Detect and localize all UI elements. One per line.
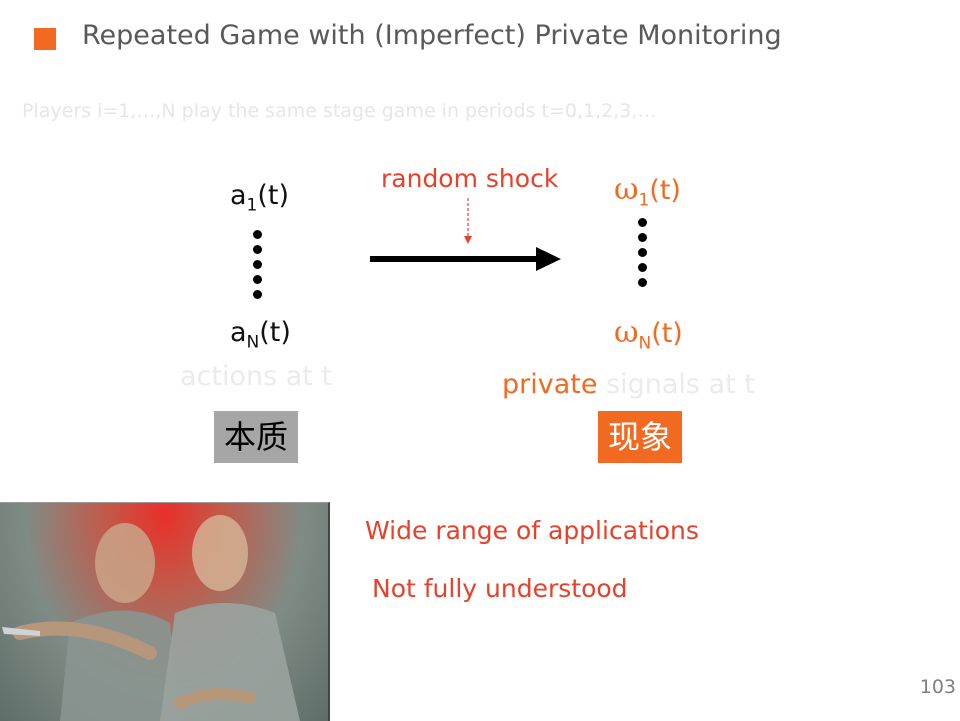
dot bbox=[638, 263, 647, 272]
action-last-sub: N bbox=[246, 332, 260, 353]
signals-caption: private signals at t bbox=[502, 369, 755, 400]
action-last-arg: (t) bbox=[259, 317, 291, 348]
shock-arrowhead bbox=[464, 236, 472, 244]
signal-last-sub: N bbox=[638, 333, 652, 354]
illustration-image bbox=[0, 502, 330, 721]
signal-first-base: ω bbox=[614, 172, 639, 207]
dot bbox=[638, 278, 647, 287]
action-last: aN(t) bbox=[230, 317, 291, 352]
transition-arrow-icon bbox=[370, 198, 561, 271]
action-first-arg: (t) bbox=[257, 180, 290, 211]
actions-caption: actions at t bbox=[180, 361, 333, 392]
signals-caption-highlight: private bbox=[502, 369, 598, 400]
action-first: a1(t) bbox=[230, 180, 289, 215]
signals-caption-rest: signals at t bbox=[606, 369, 755, 400]
slide-title: Repeated Game with (Imperfect) Private M… bbox=[82, 20, 782, 51]
page-number: 103 bbox=[919, 676, 956, 698]
signal-first-arg: (t) bbox=[649, 175, 681, 206]
dot bbox=[638, 248, 647, 257]
note-applications: Wide range of applications bbox=[365, 516, 699, 545]
signal-first: ω1(t) bbox=[614, 172, 681, 210]
two-men-embracing-illustration-icon bbox=[2, 515, 300, 721]
action-ellipsis-dots bbox=[253, 230, 263, 305]
signal-ellipsis-dots bbox=[638, 218, 648, 293]
dot bbox=[253, 245, 262, 254]
dot bbox=[253, 230, 262, 239]
action-last-base: a bbox=[230, 317, 247, 348]
dot bbox=[253, 260, 262, 269]
dot bbox=[638, 233, 647, 242]
signal-first-sub: 1 bbox=[638, 190, 650, 211]
title-bullet-square bbox=[34, 28, 56, 50]
signal-last: ωN(t) bbox=[614, 315, 683, 353]
dot bbox=[253, 275, 262, 284]
action-first-sub: 1 bbox=[246, 195, 258, 216]
phenomenon-box: 现象 bbox=[598, 411, 683, 463]
action-first-base: a bbox=[230, 180, 247, 211]
random-shock-label: random shock bbox=[381, 164, 559, 193]
dot bbox=[253, 290, 262, 299]
signal-last-arg: (t) bbox=[651, 318, 683, 349]
main-arrowhead bbox=[536, 247, 561, 271]
note-understood: Not fully understood bbox=[372, 574, 628, 603]
intro-text: Players i=1,…,N play the same stage game… bbox=[22, 100, 657, 122]
dot bbox=[638, 218, 647, 227]
essence-box: 本质 bbox=[214, 411, 299, 463]
signal-last-base: ω bbox=[614, 315, 639, 350]
